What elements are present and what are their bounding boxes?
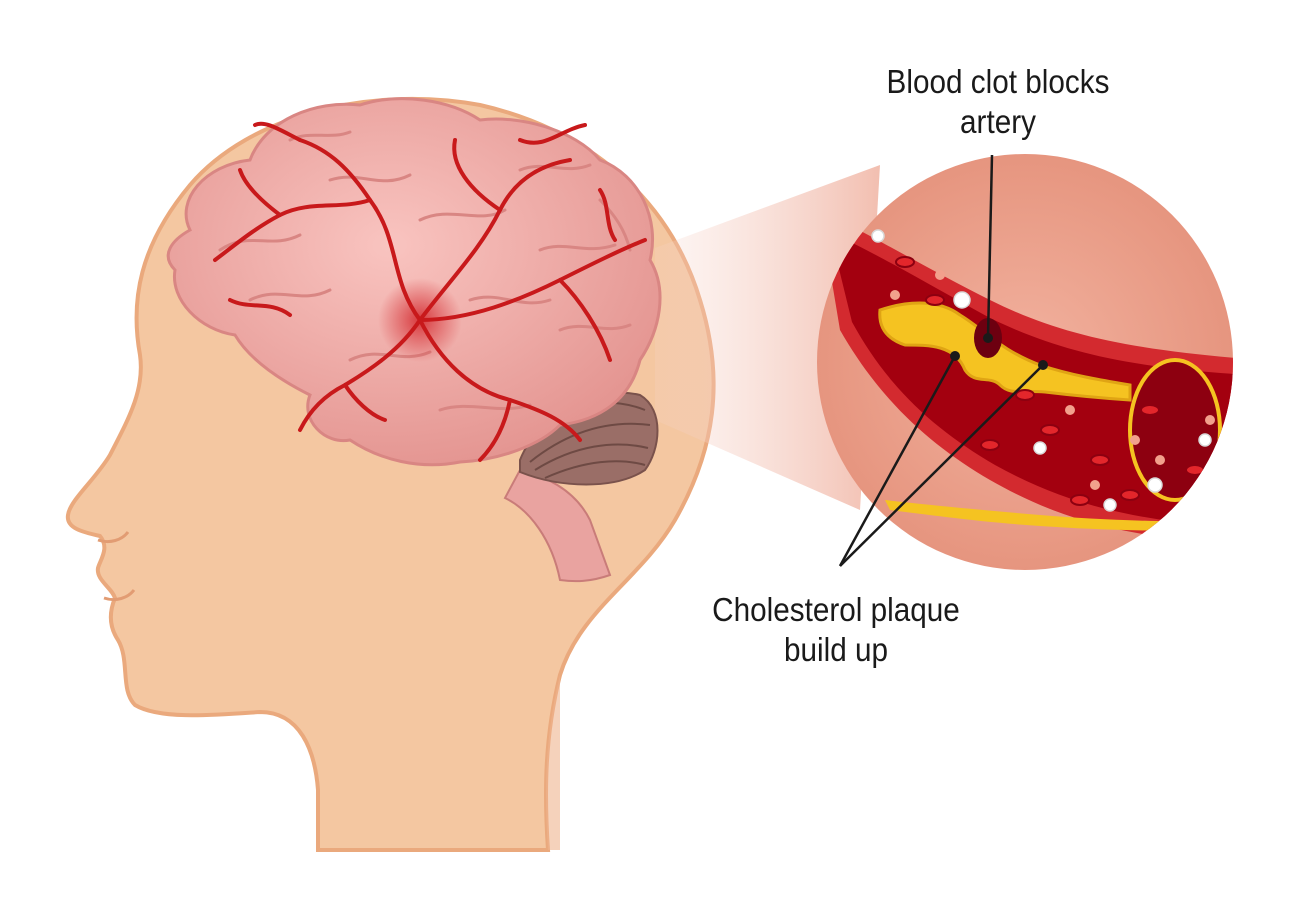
clot-pointer-dot xyxy=(983,333,993,343)
plaque-pointer-dot-2 xyxy=(1038,360,1048,370)
pointer-lines xyxy=(838,154,1044,567)
zoom-cone xyxy=(655,165,880,510)
blood-clot-label-line1: Blood clot blocks xyxy=(886,63,1110,100)
zoomed-artery-circle-icon xyxy=(817,154,1233,570)
blood-clot-label-line2: artery xyxy=(960,103,1036,140)
blood-clot-label: Blood clot blocks artery xyxy=(865,62,1131,142)
brain-icon xyxy=(166,97,662,467)
cholesterol-plaque-label-line1: Cholesterol plaque xyxy=(712,591,960,628)
cholesterol-plaque-label-line2: build up xyxy=(783,631,889,668)
cholesterol-plaque-label: Cholesterol plaque build up xyxy=(699,590,973,670)
plaque-pointer-dot-1 xyxy=(950,351,960,361)
brain-stem xyxy=(503,468,612,583)
